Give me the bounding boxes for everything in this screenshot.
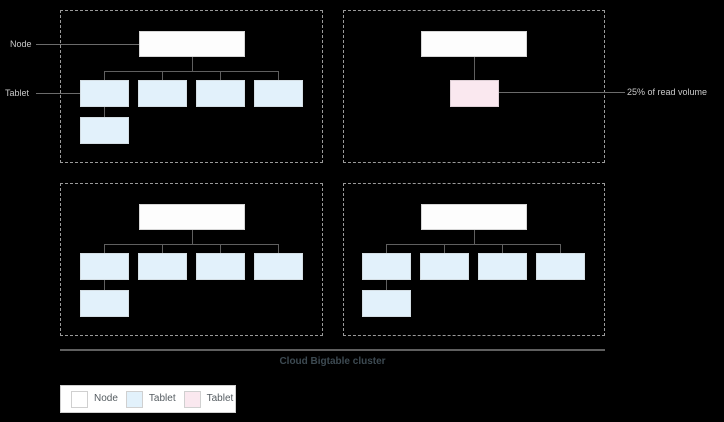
legend-swatch-tablet: [125, 390, 143, 408]
tablet-box[interactable]: [80, 253, 129, 280]
connector-stack-tl: [104, 107, 105, 117]
connector-drop-bl-1: [104, 244, 105, 253]
connector-drop-bl-3: [220, 244, 221, 253]
tablet-box[interactable]: [196, 253, 245, 280]
connector-bus-bottom-right: [386, 244, 561, 245]
tablet-box-hot[interactable]: [450, 80, 499, 107]
legend-label-tablet-hot: Tablet: [206, 393, 234, 404]
tablet-box[interactable]: [138, 80, 187, 107]
tablet-box[interactable]: [254, 80, 303, 107]
legend-item-tablet: Tablet: [125, 390, 176, 408]
connector-stack-bl: [104, 280, 105, 290]
legend: Node Tablet Tablet: [60, 385, 236, 413]
tablet-box[interactable]: [420, 253, 469, 280]
connector-drop-br-1: [386, 244, 387, 253]
legend-item-node: Node: [71, 390, 118, 408]
connector-drop-br-4: [560, 244, 561, 253]
connector-stem-top-right: [474, 57, 475, 80]
connector-stem-bottom-right: [474, 230, 475, 244]
legend-swatch-node: [71, 390, 88, 408]
connector-bus-bottom-left: [104, 244, 279, 245]
tablet-box[interactable]: [478, 253, 527, 280]
connector-bus-top-left: [104, 71, 279, 72]
callout-read-volume: 25% of read volume: [627, 87, 708, 97]
node-panel-top-right: [343, 10, 605, 163]
tablet-box[interactable]: [362, 290, 411, 317]
cluster-divider: [60, 349, 605, 351]
node-panel-bottom-right: [343, 183, 605, 336]
node-box-bottom-right[interactable]: [421, 204, 527, 230]
cluster-caption: Cloud Bigtable cluster: [279, 356, 386, 367]
legend-label-tablet: Tablet: [148, 393, 176, 404]
connector-drop-tl-4: [278, 71, 279, 80]
legend-swatch-tablet-hot: [183, 390, 201, 408]
tablet-box[interactable]: [254, 253, 303, 280]
node-panel-top-left: [60, 10, 323, 163]
side-label-node: Node: [10, 39, 32, 49]
side-label-tablet: Tablet: [5, 88, 30, 98]
node-box-top-right[interactable]: [421, 31, 527, 57]
tablet-box[interactable]: [80, 80, 129, 107]
tablet-box[interactable]: [362, 253, 411, 280]
connector-drop-bl-4: [278, 244, 279, 253]
node-box-top-left[interactable]: [139, 31, 245, 57]
node-panel-bottom-left: [60, 183, 323, 336]
node-leader-line: [36, 44, 139, 45]
tablet-box[interactable]: [196, 80, 245, 107]
connector-drop-tl-1: [104, 71, 105, 80]
tablet-box[interactable]: [536, 253, 585, 280]
connector-stem-top-left: [192, 57, 193, 71]
tablet-box[interactable]: [80, 290, 129, 317]
node-box-bottom-left[interactable]: [139, 204, 245, 230]
connector-drop-bl-2: [162, 244, 163, 253]
callout-leader-line: [499, 92, 625, 93]
tablet-box[interactable]: [80, 117, 129, 144]
connector-drop-br-3: [502, 244, 503, 253]
tablet-box[interactable]: [138, 253, 187, 280]
legend-label-node: Node: [94, 393, 118, 404]
tablet-leader-line: [36, 93, 80, 94]
connector-stack-br: [386, 280, 387, 290]
legend-item-tablet-hot: Tablet: [183, 390, 234, 408]
connector-drop-tl-2: [162, 71, 163, 80]
connector-drop-tl-3: [220, 71, 221, 80]
connector-drop-br-2: [444, 244, 445, 253]
connector-stem-bottom-left: [192, 230, 193, 244]
